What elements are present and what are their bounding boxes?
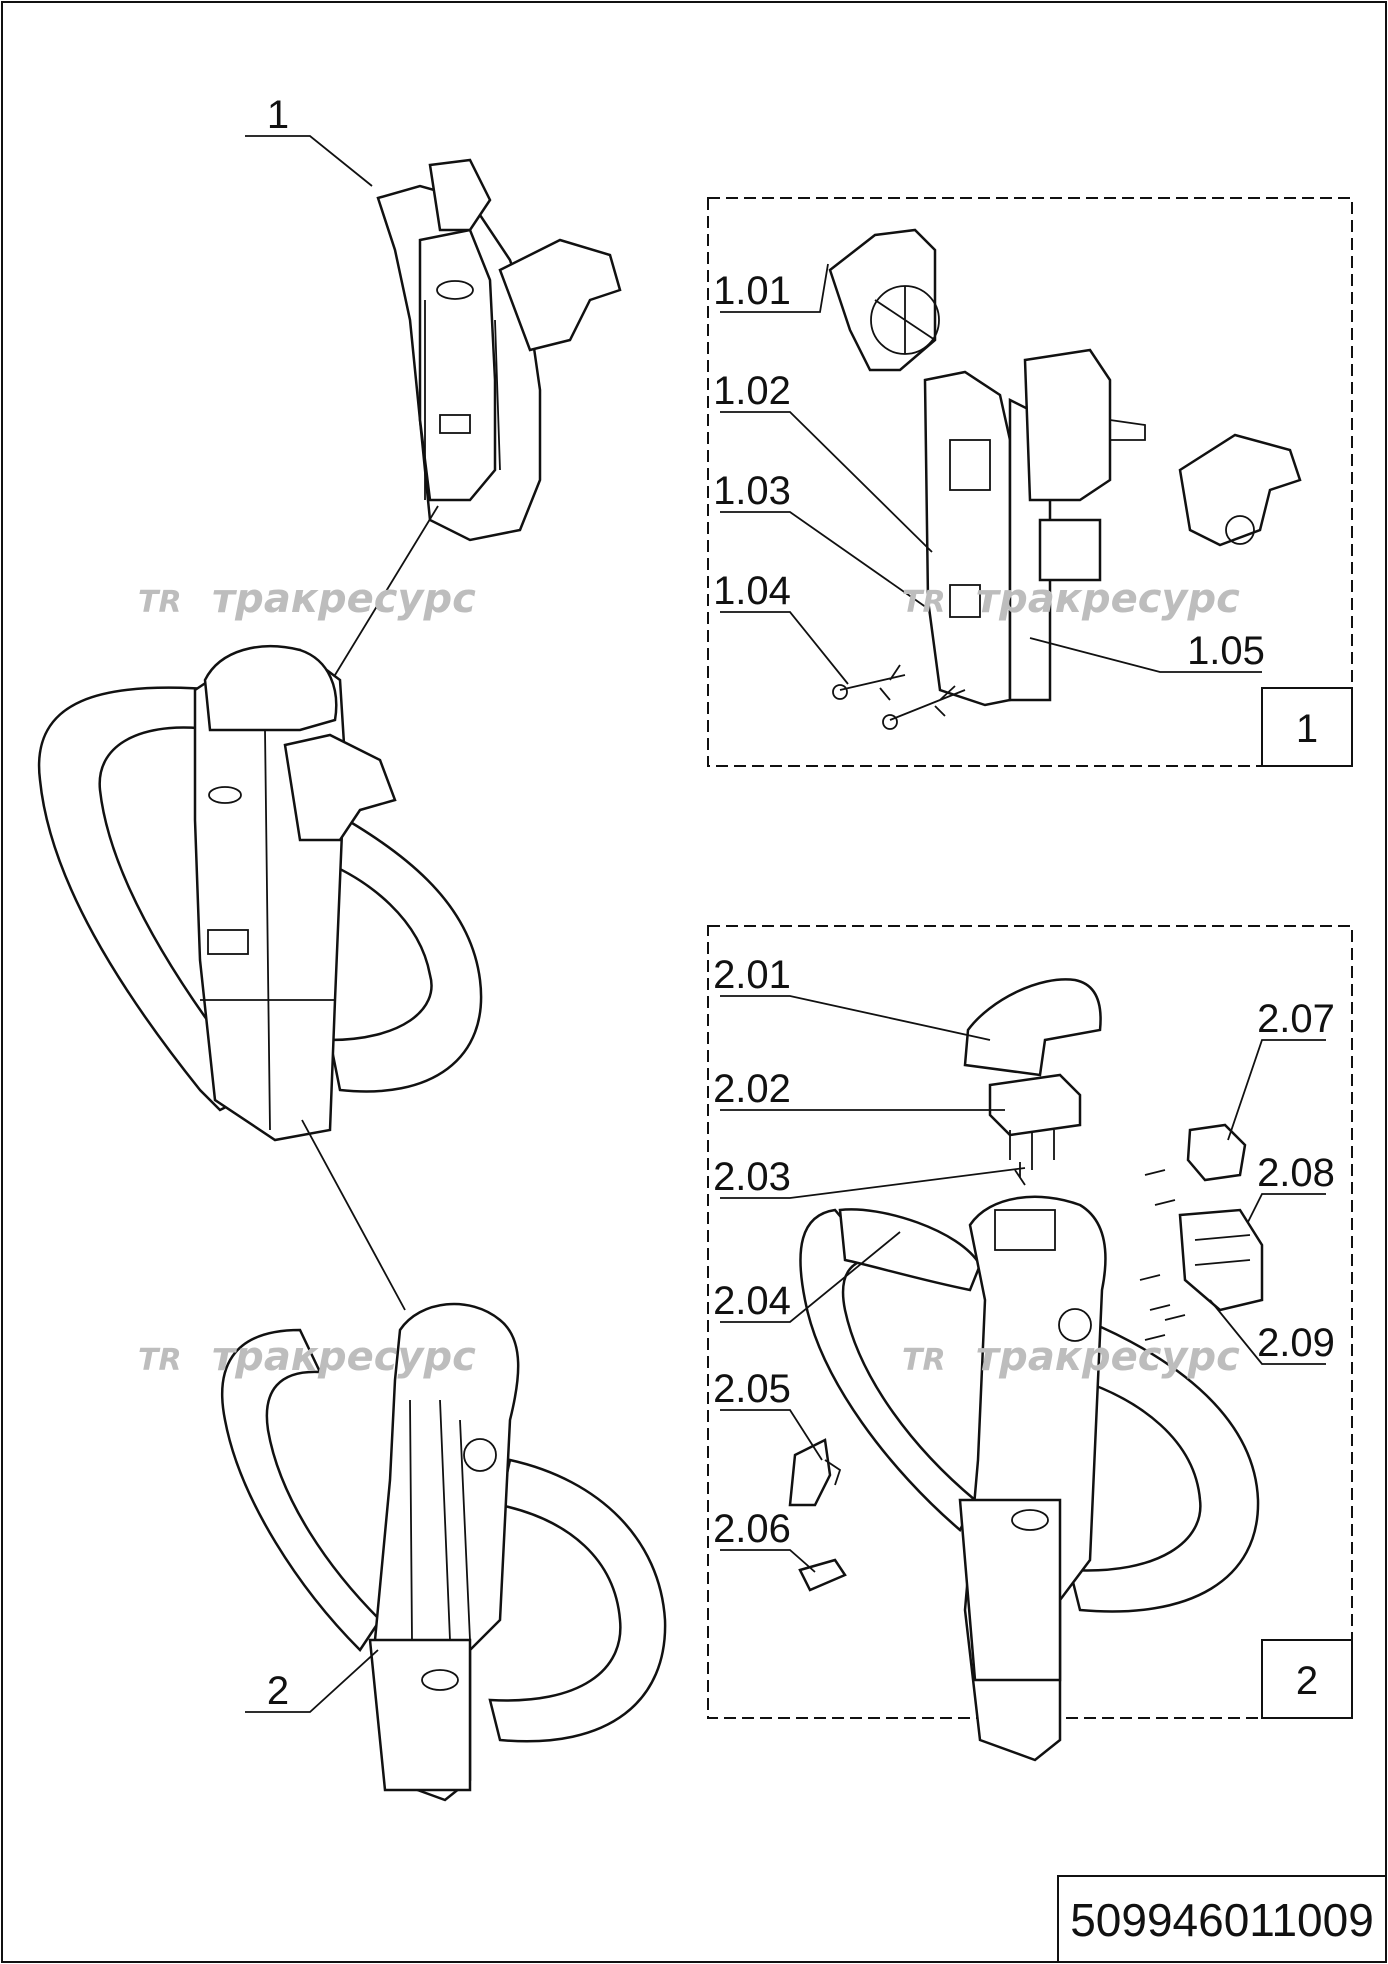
detail-1-callouts: 1.01 1.02 1.03 1.04 1.05 (713, 263, 1265, 685)
callout-2-07: 2.07 (1257, 997, 1335, 1041)
handle-assembled-view (37, 645, 483, 1142)
watermark-logo: TR (902, 1343, 946, 1378)
callout-2-03: 2.03 (713, 1155, 791, 1199)
drawing-number-box (1057, 1875, 1387, 1963)
detail-2-label: 2 (1296, 1659, 1318, 1703)
callout-1-04: 1.04 (713, 569, 791, 613)
callout-2-06: 2.06 (713, 1507, 791, 1551)
detail-2-callouts: 2.01 2.02 2.03 2.04 2.05 2.06 2.07 2.08 … (713, 953, 1335, 1573)
watermark-logo: TR (138, 585, 182, 620)
callout-2: 2 (267, 1669, 289, 1713)
callout-1-05: 1.05 (1187, 629, 1265, 673)
connector-line-1 (334, 505, 439, 676)
watermark-text: тракресурс (212, 576, 476, 622)
callout-2-01: 2.01 (713, 953, 791, 997)
handle-head-top-view (376, 158, 622, 542)
watermark-text: тракресурс (212, 1334, 476, 1380)
watermark-logo: TR (138, 1343, 182, 1378)
callout-1-03: 1.03 (713, 469, 791, 513)
detail-1-label: 1 (1296, 707, 1318, 751)
detail-2-label-box (1261, 1639, 1353, 1719)
connector-line-2 (301, 1119, 406, 1311)
watermark-text: тракресурс (976, 1334, 1240, 1380)
callout-2-02: 2.02 (713, 1067, 791, 1111)
watermark-logo: TR (902, 585, 946, 620)
callout-1-02: 1.02 (713, 369, 791, 413)
detail-1-label-box (1261, 687, 1353, 767)
handle-open-view (221, 1302, 667, 1802)
leader-2 (245, 1649, 379, 1713)
watermark-text: тракресурс (976, 576, 1240, 622)
drawing-number: 509946011009 (1070, 1894, 1374, 1946)
detail-1-parts (828, 228, 1302, 730)
callout-1: 1 (267, 93, 289, 137)
callout-1-01: 1.01 (713, 269, 791, 313)
callout-2-08: 2.08 (1257, 1151, 1335, 1195)
detail-2-parts (788, 978, 1264, 1762)
callout-2-09: 2.09 (1257, 1321, 1335, 1365)
callout-2-05: 2.05 (713, 1367, 791, 1411)
detail-1-frame (707, 197, 1353, 767)
leader-1 (245, 135, 373, 187)
callout-2-04: 2.04 (713, 1279, 791, 1323)
